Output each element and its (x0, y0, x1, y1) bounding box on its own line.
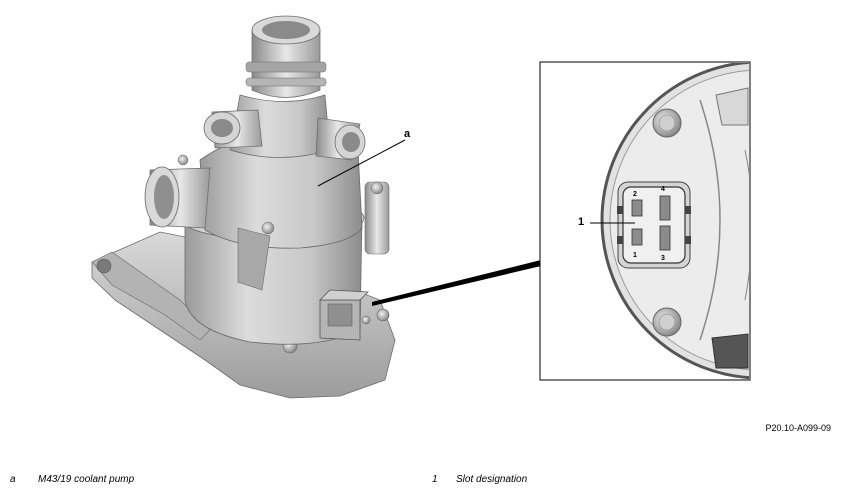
legend-text: M43/19 coolant pump (38, 474, 135, 485)
callout-a-leader (317, 139, 406, 187)
connector-detail-view: 2 4 1 3 (539, 61, 751, 381)
inlet-left-bore (154, 175, 174, 219)
pump-side-clip (237, 227, 271, 291)
mount-bolt (261, 221, 275, 235)
connector-pin-4 (659, 195, 671, 221)
detail-lug-top (715, 87, 749, 126)
mount-bolt (370, 181, 384, 195)
detail-bolt-top-head (658, 114, 676, 132)
legend-text: Slot designation (456, 474, 528, 485)
detail-bolt-bottom-head (658, 313, 676, 331)
pin-label-2: 2 (633, 191, 637, 198)
branch-left-bore (211, 119, 233, 137)
legend-key: 1 (432, 474, 438, 485)
pin-label-1: 1 (633, 252, 637, 259)
legend-item-1: 1 Slot designation (432, 474, 527, 485)
detail-inner-wall-2 (744, 149, 749, 301)
pin-label-3: 3 (661, 255, 665, 262)
legend-key: a (10, 474, 16, 485)
connector-pin-1 (631, 228, 643, 246)
mount-bolt (177, 154, 189, 166)
pump-bracket-arm (91, 251, 211, 341)
magnification-wedge (372, 260, 541, 306)
callout-1: 1 (578, 216, 585, 228)
figure-id: P20.10-A099-09 (765, 423, 831, 433)
pump-electrical-connector (319, 289, 371, 341)
detail-connector-housing (617, 181, 691, 269)
outlet-ring (245, 77, 327, 87)
detail-inner-wall (699, 99, 721, 341)
base-bolt (376, 308, 390, 322)
pin-label-4: 4 (661, 186, 665, 193)
outlet-ring (245, 61, 327, 73)
connector-pin-3 (659, 225, 671, 251)
coolant-pump (91, 15, 396, 399)
legend-item-a: a M43/19 coolant pump (10, 474, 134, 485)
connector-pin-2 (631, 199, 643, 217)
detail-lug-bottom (711, 333, 749, 369)
outlet-top-bore (262, 21, 310, 39)
branch-right-bore (342, 132, 360, 152)
bracket-hole (96, 258, 112, 274)
callout-a: a (404, 128, 411, 140)
